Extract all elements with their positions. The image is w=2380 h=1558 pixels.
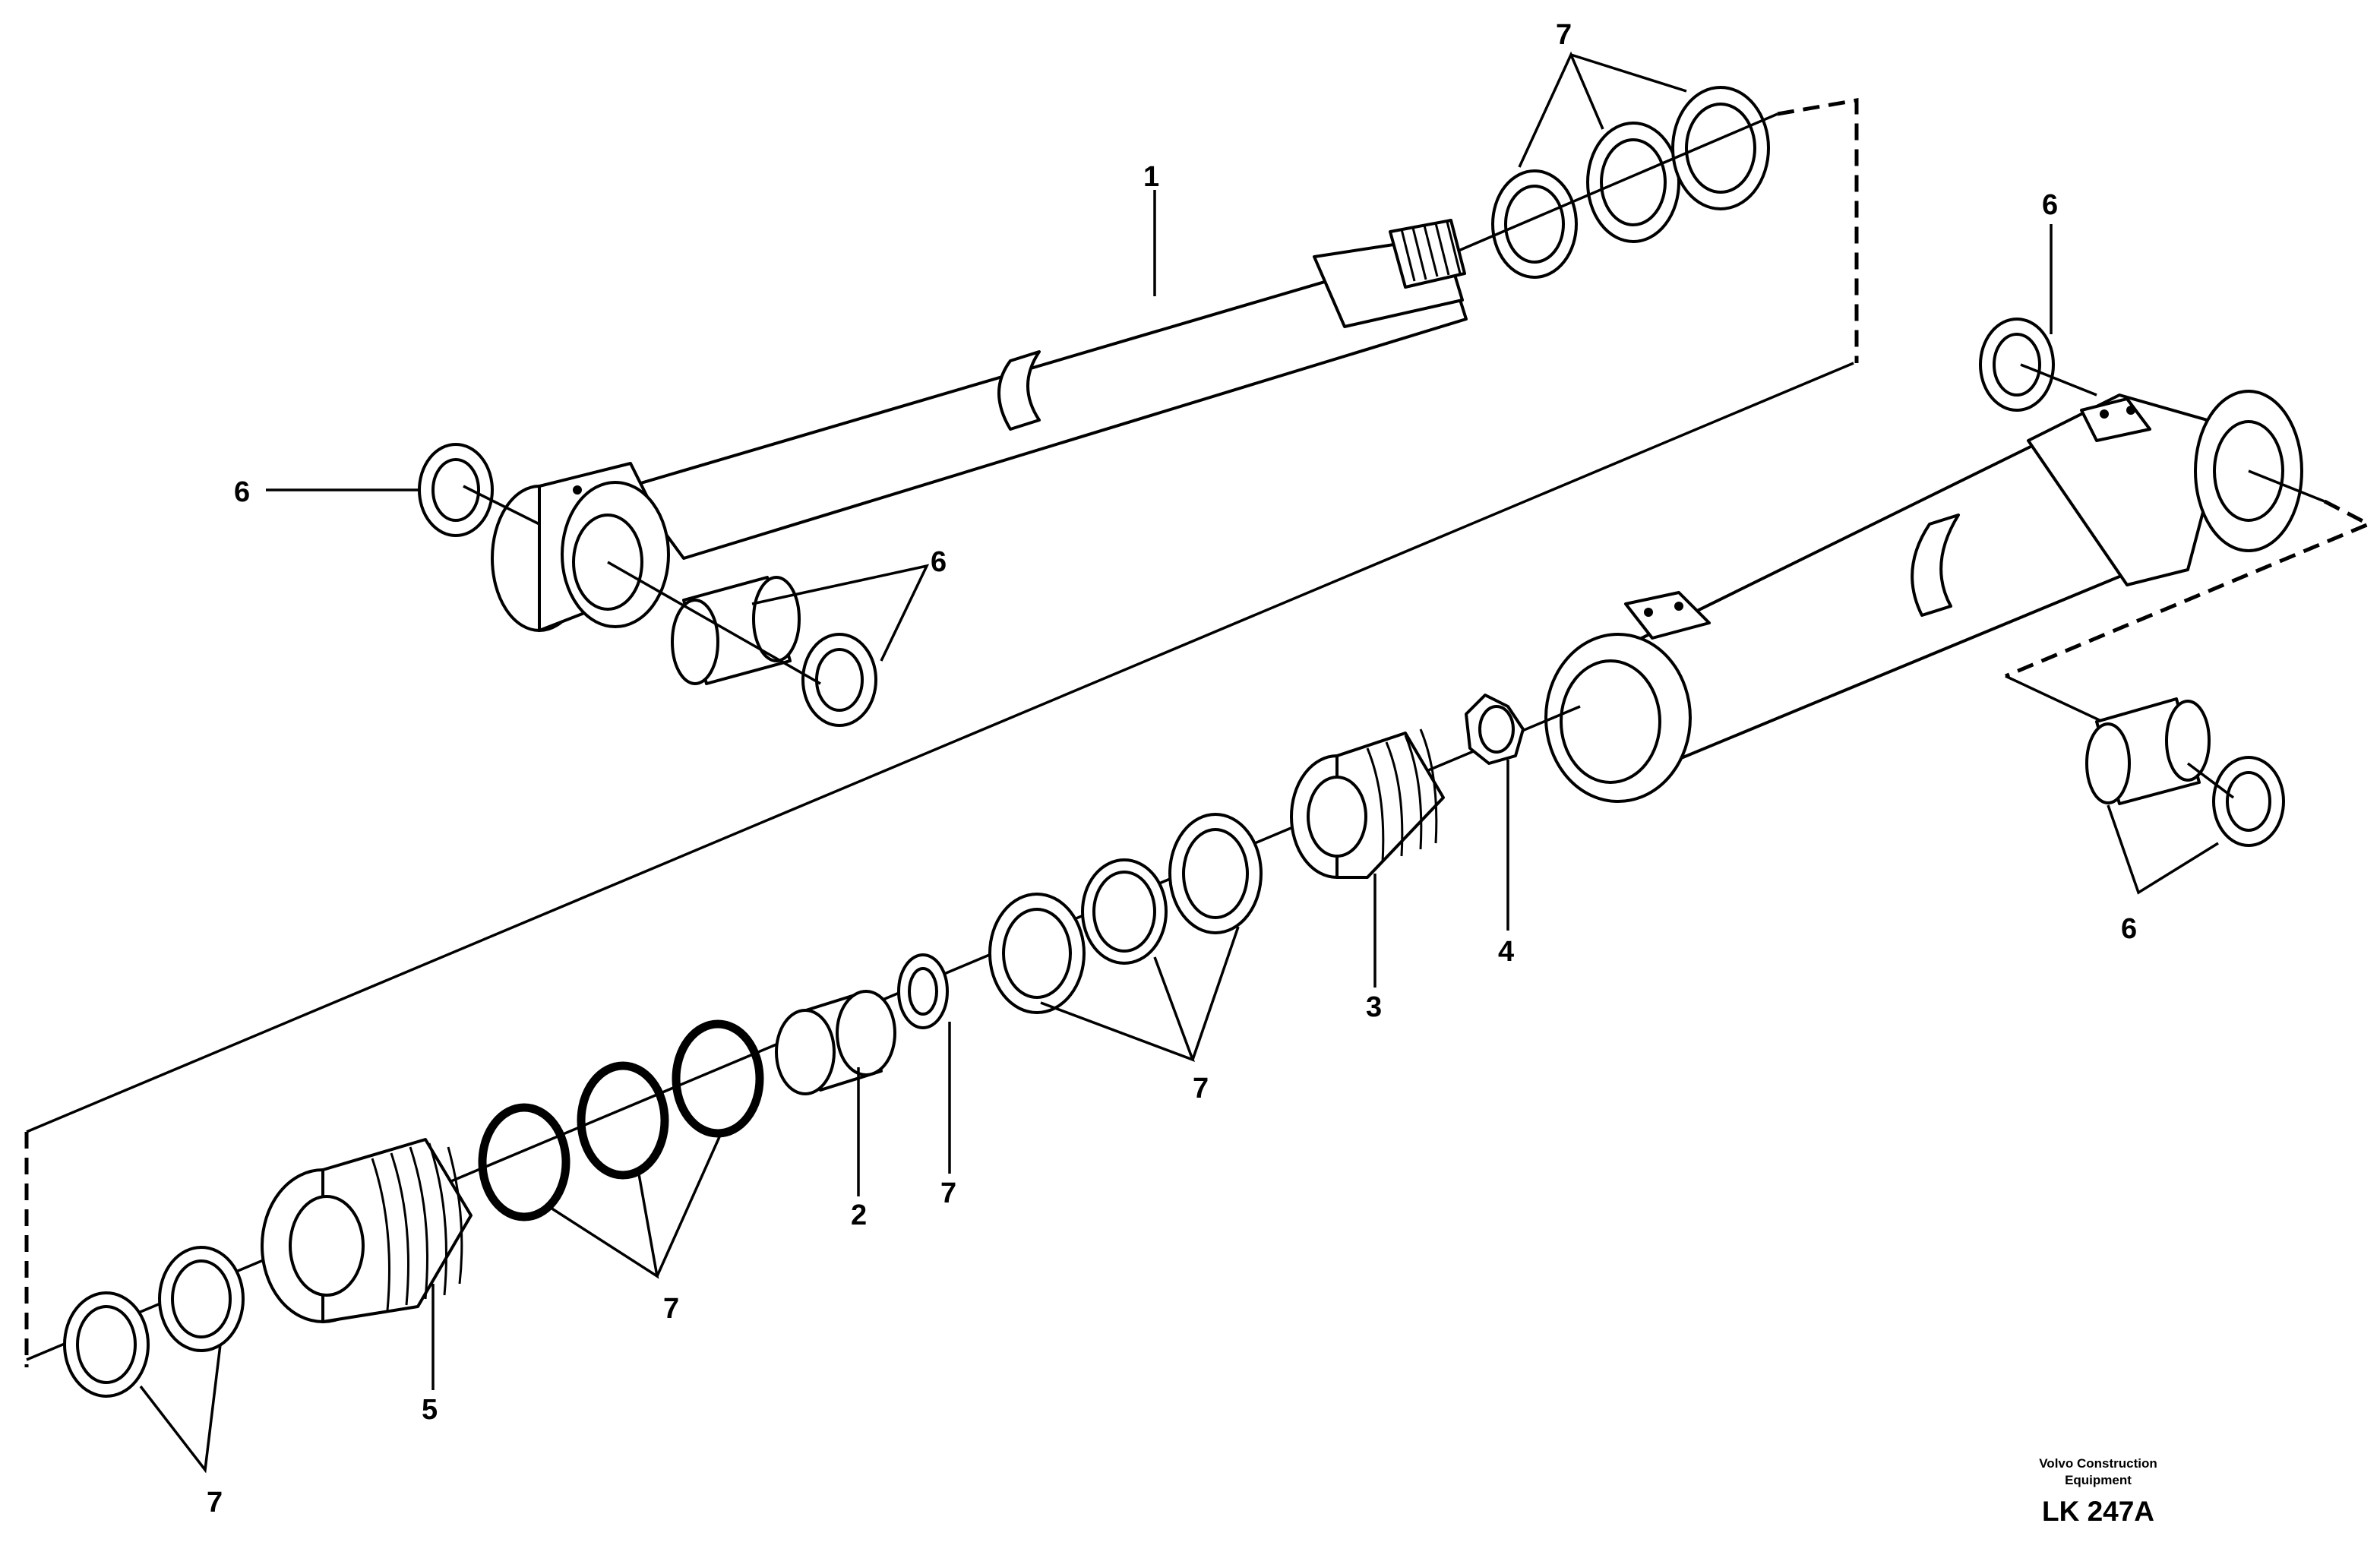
callout-7-guide-ring: 7 (940, 1177, 956, 1209)
connector-dash-right (2005, 499, 2373, 678)
brand-line-1: Volvo Construction (2039, 1456, 2157, 1471)
cylinder-head (261, 1138, 473, 1323)
connector-rod-to-left (26, 362, 1854, 1133)
rod-eye-seal-left (418, 443, 494, 537)
connector-dash-top (1777, 98, 1859, 363)
callout-6-rod-left: 6 (234, 476, 250, 508)
o-ring-3 (672, 1019, 764, 1138)
callout-4: 4 (1498, 936, 1514, 968)
cylinder-tube (1544, 390, 2303, 803)
callout-7-rod-seals: 7 (1556, 19, 1572, 51)
callout-3: 3 (1366, 991, 1382, 1023)
piston-seal-2 (1081, 858, 1168, 965)
tube-eye-seal-bottom (2212, 756, 2285, 847)
rod-eye-bushing (671, 576, 801, 685)
o-ring-2 (577, 1061, 669, 1180)
head-seal-1 (63, 1291, 150, 1398)
drawing-code: LK 247A (2042, 1496, 2154, 1527)
piston (1290, 728, 1445, 879)
o-ring-1 (478, 1103, 571, 1221)
tube-eye-seal-top (1979, 318, 2055, 412)
callout-7-o-rings: 7 (663, 1293, 679, 1325)
head-seal-2 (158, 1246, 245, 1352)
piston-seal-3 (1168, 813, 1263, 934)
guide-ring (897, 953, 949, 1029)
callout-6-tube-bottom: 6 (2121, 913, 2137, 945)
brand-line-2: Equipment (2065, 1473, 2132, 1487)
piston-seal-1 (988, 893, 1086, 1014)
tube-eye-bushing (2085, 697, 2211, 805)
callout-2: 2 (851, 1199, 867, 1231)
callout-7-piston-seals: 7 (1193, 1073, 1209, 1105)
rod-seal-3 (1671, 86, 1770, 210)
rod-eye-seal-right (801, 633, 877, 727)
callout-5: 5 (422, 1394, 438, 1426)
piston-rod (491, 219, 1468, 632)
lock-nut (1465, 694, 1525, 765)
rod-seal-1 (1491, 169, 1578, 279)
callout-6-tube-top: 6 (2042, 189, 2058, 221)
guide-bushing (775, 990, 896, 1095)
rod-seal-2 (1586, 122, 1680, 243)
callout-6-rod-middle: 6 (931, 546, 947, 578)
callout-1: 1 (1143, 161, 1159, 193)
callout-7-head-seals: 7 (207, 1487, 223, 1518)
